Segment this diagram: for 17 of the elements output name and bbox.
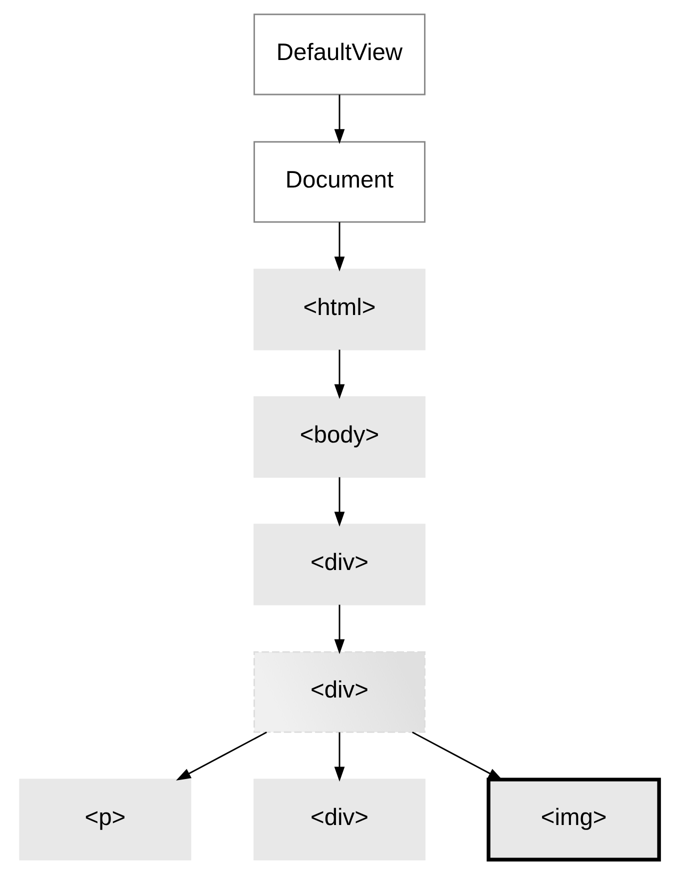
node-box: <p>: [18, 778, 191, 860]
node-box: <div>: [252, 778, 426, 860]
arrow: [334, 222, 344, 272]
arrow: [334, 732, 344, 782]
arrow: [176, 732, 266, 780]
node-box: Document: [252, 141, 426, 223]
node-box: <img>: [486, 778, 660, 862]
node-box: <body>: [252, 396, 426, 478]
node-box: <div>: [252, 651, 426, 733]
arrow: [412, 732, 502, 780]
node-box: <html>: [252, 268, 426, 350]
arrow: [334, 604, 344, 654]
node-box: <div>: [252, 524, 426, 606]
arrow: [334, 350, 344, 400]
arrow: [334, 94, 344, 144]
arrow: [334, 477, 344, 527]
node-box: DefaultView: [252, 14, 426, 96]
